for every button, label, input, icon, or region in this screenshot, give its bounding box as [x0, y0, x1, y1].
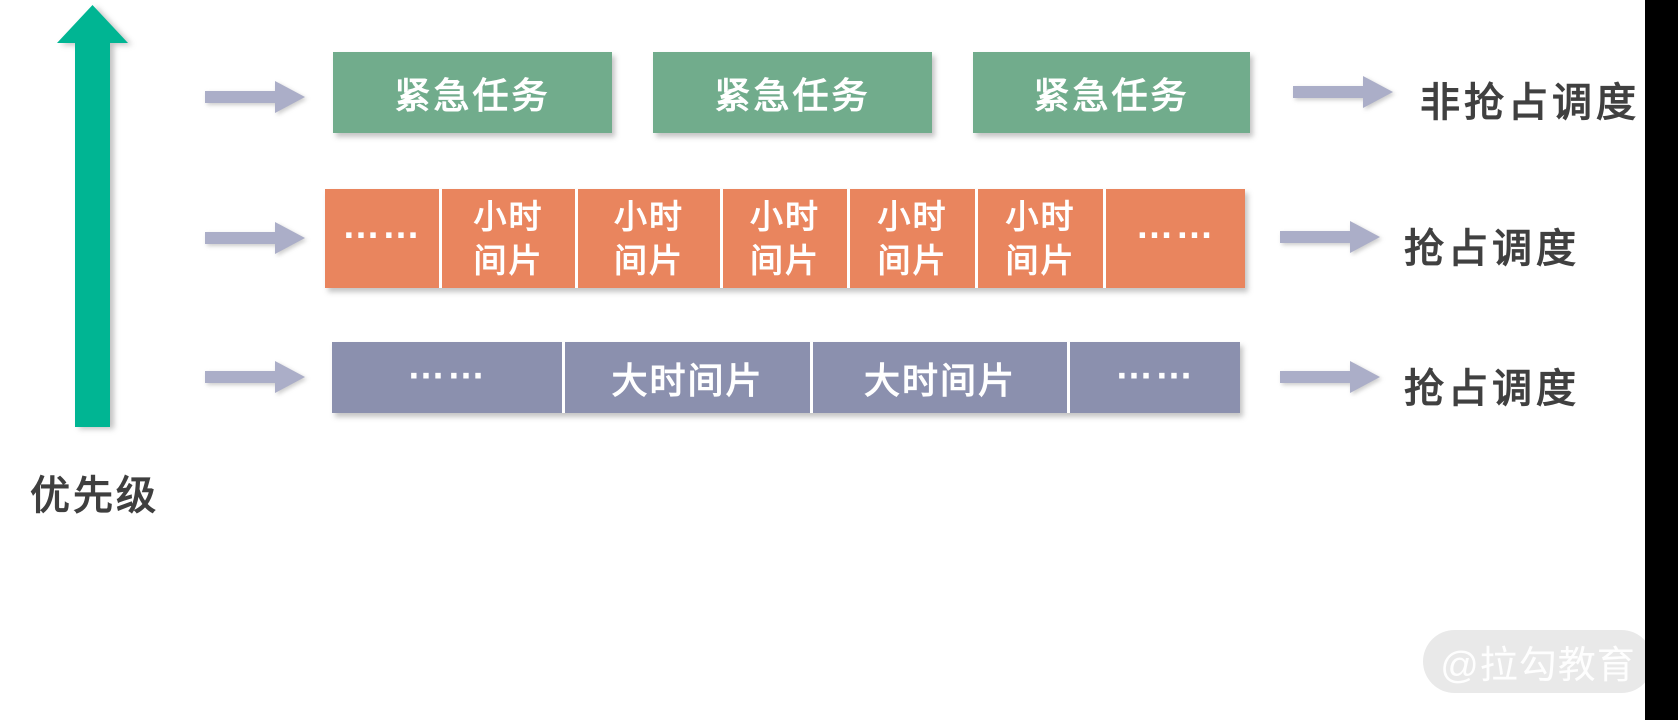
queue-segment-large-slice: 大时间片	[565, 342, 813, 413]
urgent-task-label: 紧急任务	[714, 74, 871, 116]
urgent-task-label: 紧急任务	[394, 74, 551, 116]
queue-segment-ellipsis: ……	[1135, 205, 1216, 248]
queue-segment-small-slice: 小时 间片	[978, 189, 1106, 288]
priority-up-arrow-icon	[57, 5, 128, 427]
watermark-badge: @拉勾教育	[1423, 630, 1653, 693]
flow-arrow-icon	[1280, 221, 1380, 253]
large-time-slice-queue: …… 大时间片 大时间片 ……	[332, 342, 1240, 413]
urgent-task-label: 紧急任务	[1033, 74, 1190, 116]
queue-segment-large-slice: 大时间片	[813, 342, 1070, 413]
flow-arrow-icon	[1293, 76, 1393, 108]
flow-arrow-icon	[205, 81, 305, 113]
queue-segment-ellipsis: ……	[325, 189, 442, 288]
urgent-task-box: 紧急任务	[333, 52, 612, 133]
watermark-text: @拉勾教育	[1440, 645, 1636, 687]
queue-segment-ellipsis: ……	[332, 342, 565, 413]
small-time-slice-queue: …… 小时 间片 小时 间片 小时 间片 小时 间片 小时 间片 ……	[325, 189, 1245, 288]
scheduling-label-non-preemptive: 非抢占调度	[1420, 81, 1640, 125]
flow-arrow-icon	[1280, 361, 1380, 393]
flow-arrow-icon	[205, 222, 305, 254]
queue-segment-small-slice: 小时 间片	[442, 189, 578, 288]
urgent-task-box: 紧急任务	[973, 52, 1250, 133]
scheduling-label-preemptive: 抢占调度	[1404, 367, 1580, 411]
queue-segment-ellipsis: ……	[1115, 345, 1195, 388]
urgent-task-box: 紧急任务	[653, 52, 932, 133]
priority-axis-label: 优先级	[30, 474, 159, 518]
queue-segment-small-slice: 小时 间片	[850, 189, 978, 288]
right-edge-black-strip	[1645, 0, 1678, 720]
flow-arrow-icon	[205, 361, 305, 393]
scheduling-label-preemptive: 抢占调度	[1404, 227, 1580, 271]
queue-segment-small-slice: 小时 间片	[578, 189, 723, 288]
queue-segment-small-slice: 小时 间片	[723, 189, 850, 288]
